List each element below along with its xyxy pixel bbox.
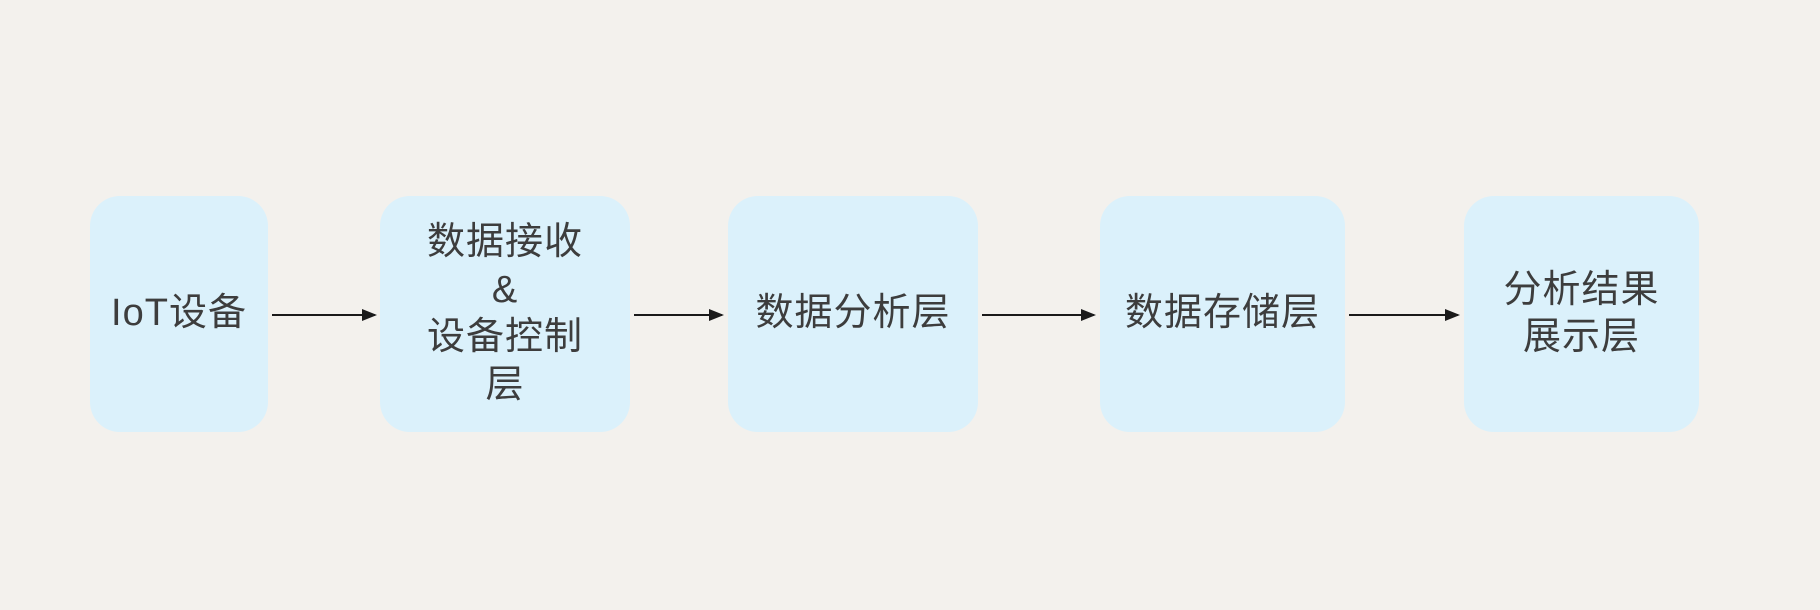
node-data-analysis-layer[interactable]: 数据分析层 bbox=[728, 196, 978, 432]
node-data-storage-layer[interactable]: 数据存储层 bbox=[1100, 196, 1345, 432]
node-result-display-layer[interactable]: 分析结果 展示层 bbox=[1464, 196, 1699, 432]
node-iot-device[interactable]: IoT设备 bbox=[90, 196, 268, 432]
node-data-receive-device-control-layer[interactable]: 数据接收 & 设备控制 层 bbox=[380, 196, 630, 432]
node-data-analysis-layer-label: 数据分析层 bbox=[755, 292, 951, 335]
node-data-receive-device-control-layer-label: 数据接收 & 设备控制 层 bbox=[426, 221, 583, 406]
node-iot-device-label: IoT设备 bbox=[111, 292, 247, 335]
node-data-storage-layer-label: 数据存储层 bbox=[1124, 292, 1320, 335]
node-result-display-layer-label: 分析结果 展示层 bbox=[1503, 268, 1660, 359]
